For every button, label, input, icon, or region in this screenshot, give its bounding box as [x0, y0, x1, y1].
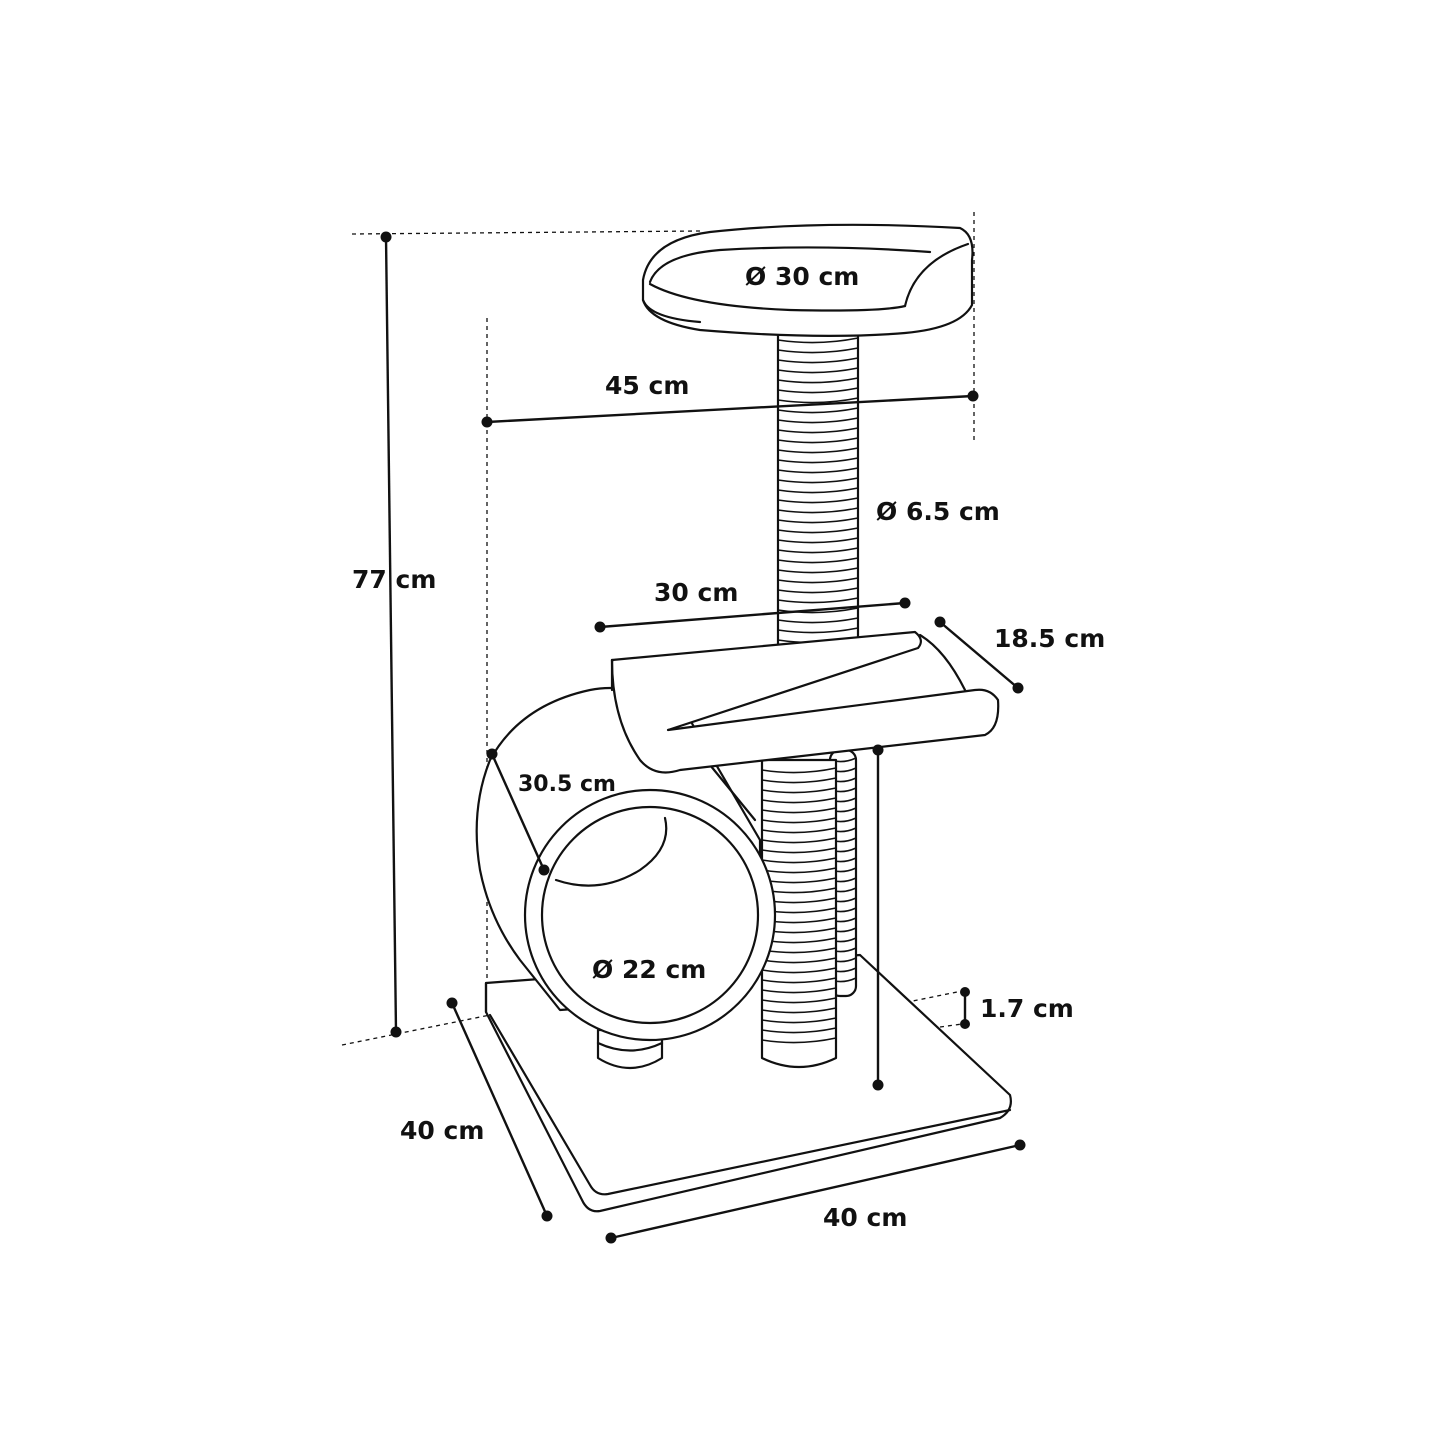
- post-rib: [777, 437, 859, 444]
- post-rib: [777, 487, 859, 494]
- post-rib: [777, 557, 859, 564]
- post-rib: [761, 867, 837, 874]
- hammock-length-label: 30 cm: [654, 578, 738, 607]
- post-rib: [777, 417, 859, 424]
- post-rib: [777, 397, 859, 404]
- post-rib: [761, 1037, 837, 1044]
- dimension-lines: [380, 231, 1026, 1244]
- tunnel: [475, 686, 777, 1042]
- top-bed: [641, 223, 974, 337]
- post-rib: [777, 357, 859, 364]
- post-rib: [777, 367, 859, 374]
- post-rib: [777, 587, 859, 594]
- base-thickness-label: 1.7 cm: [980, 994, 1074, 1023]
- base-depth-label: 40 cm: [400, 1116, 484, 1145]
- post-rib: [761, 777, 837, 784]
- post-rib: [761, 1027, 837, 1034]
- total-width-label: 45 cm: [605, 371, 689, 400]
- post-rib: [777, 627, 859, 634]
- dimension-labels: 77 cm 45 cm Ø 30 cm Ø 6.5 cm 30 cm 18.5 …: [352, 262, 1105, 1232]
- post-rib: [761, 807, 837, 814]
- post-rib: [777, 497, 859, 504]
- post-rib: [761, 767, 837, 774]
- post-rib: [761, 847, 837, 854]
- post-rib: [777, 477, 859, 484]
- main-post: [776, 328, 860, 652]
- post-rib: [777, 597, 859, 604]
- post-rib: [761, 977, 837, 984]
- post-rib: [777, 577, 859, 584]
- post-rib: [777, 407, 859, 414]
- post-rib: [761, 1017, 837, 1024]
- post-rib: [777, 617, 859, 624]
- post-rib: [761, 837, 837, 844]
- top-bed-diameter-label: Ø 30 cm: [745, 262, 859, 291]
- post-rib: [761, 817, 837, 824]
- post-rib: [777, 517, 859, 524]
- post-rib: [777, 607, 859, 614]
- post-rib: [777, 457, 859, 464]
- post-rib: [777, 427, 859, 434]
- post-rib: [761, 797, 837, 804]
- post-rib: [761, 857, 837, 864]
- post-rib: [761, 827, 837, 834]
- post-rib: [777, 347, 859, 354]
- post-rib: [777, 527, 859, 534]
- hammock-depth-label: 18.5 cm: [994, 624, 1105, 653]
- post-rib: [761, 967, 837, 974]
- post-rib: [761, 997, 837, 1004]
- post-rib: [777, 537, 859, 544]
- tunnel-diameter-label: Ø 22 cm: [592, 955, 706, 984]
- total-height-label: 77 cm: [352, 565, 436, 594]
- post-rib: [761, 787, 837, 794]
- post-rib: [761, 987, 837, 994]
- post-rib: [777, 447, 859, 454]
- post-rib: [777, 377, 859, 384]
- tunnel-length-label: 30.5 cm: [518, 772, 616, 797]
- post-diameter-label: Ø 6.5 cm: [876, 497, 1000, 526]
- post-rib: [777, 467, 859, 474]
- post-rib: [777, 567, 859, 574]
- post-rib: [761, 1007, 837, 1014]
- post-rib: [777, 387, 859, 394]
- post-rib: [761, 957, 837, 964]
- hammock-platform: [610, 630, 1000, 774]
- post-rib: [777, 547, 859, 554]
- post-rib: [777, 337, 859, 344]
- base-width-label: 40 cm: [823, 1203, 907, 1232]
- post-rib: [777, 507, 859, 514]
